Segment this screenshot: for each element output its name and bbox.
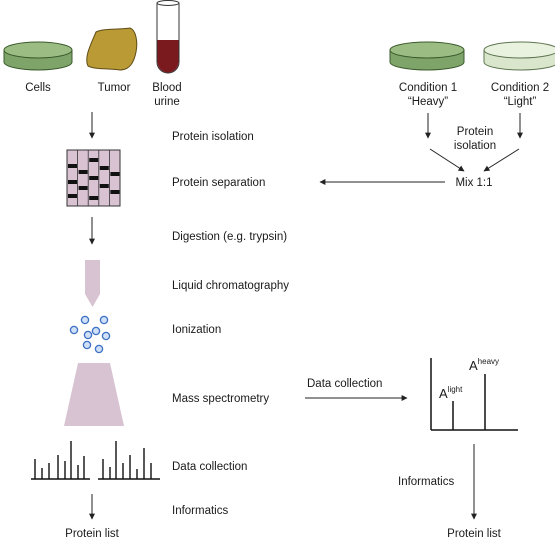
condition-1-dish-icon (389, 41, 465, 71)
cells-label: Cells (25, 82, 51, 94)
a-light-label: Alight (439, 385, 463, 401)
lc-column-icon (85, 260, 100, 307)
step-protein-separation-label: Protein separation (172, 177, 265, 189)
step-lc-label: Liquid chromatography (172, 280, 289, 292)
data-collection-right-label: Data collection (307, 378, 382, 390)
blood-label: Blood (152, 82, 181, 94)
arrow-merge-left (429, 148, 465, 172)
protein-list-right-label: Protein list (447, 528, 501, 540)
step-ms-label: Mass spectrometry (172, 393, 269, 405)
informatics-right-label: Informatics (398, 476, 454, 488)
step-data-collection-label: Data collection (172, 461, 247, 473)
a-heavy-label: Aheavy (469, 357, 499, 373)
arrow-merge-right (483, 148, 520, 172)
condition-1-label: Condition 1 (399, 82, 457, 94)
step-protein-isolation-label: Protein isolation (172, 131, 254, 143)
step-digestion-label: Digestion (e.g. trypsin) (172, 231, 287, 243)
urine-label: urine (154, 96, 180, 108)
step-informatics-label: Informatics (172, 505, 228, 517)
spectra-icon (31, 441, 160, 480)
mass-spectrometer-icon (64, 363, 124, 426)
quant-spectrum-icon (430, 358, 518, 431)
mix-label: Mix 1:1 (455, 177, 492, 189)
step-ionization-label: Ionization (172, 324, 221, 336)
cells-dish-icon (3, 41, 73, 71)
tumor-label: Tumor (98, 82, 131, 94)
condition-2-dish-icon (483, 41, 555, 71)
protein-list-left-label: Protein list (65, 528, 119, 540)
ionization-droplets-icon (69, 315, 111, 354)
condition-1-heavy-label: “Heavy” (408, 96, 448, 108)
tumor-icon (86, 27, 138, 71)
protein-isolation-right-label-1: Protein (457, 126, 493, 138)
blood-tube-icon (156, 0, 180, 74)
condition-2-label: Condition 2 (491, 82, 549, 94)
gel-icon (66, 149, 121, 207)
protein-isolation-right-label-2: isolation (454, 140, 496, 152)
condition-2-light-label: “Light” (504, 96, 537, 108)
